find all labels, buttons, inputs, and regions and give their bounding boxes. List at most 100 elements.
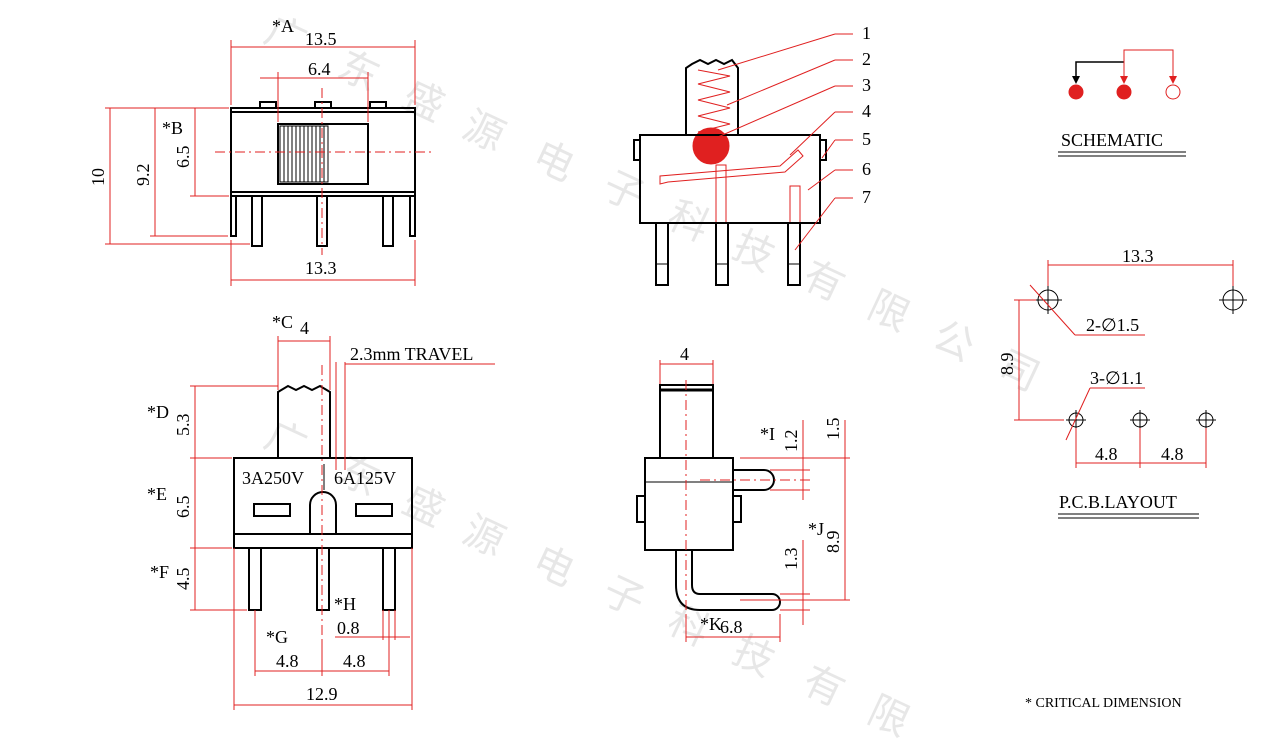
sec-pin-right bbox=[787, 222, 801, 286]
dim-10-value: 10 bbox=[88, 168, 108, 186]
end-clip-right bbox=[732, 495, 742, 523]
front-view: 3A250V 6A125V *C 4 2.3mm TRAVEL *D 5.3 *… bbox=[147, 312, 495, 710]
dim-64-value: 6.4 bbox=[308, 59, 331, 79]
top-view: *A 13.5 6.4 10 9.2 *B 6.5 13.3 bbox=[88, 16, 432, 286]
pcb-hole-small-1 bbox=[1066, 410, 1086, 430]
dim-e-mark: *E bbox=[147, 484, 167, 504]
pcb-hole-big-right bbox=[1219, 286, 1247, 314]
dim-129-value: 12.9 bbox=[306, 684, 338, 704]
callout-7: 7 bbox=[862, 187, 871, 207]
wm-4: 电 bbox=[526, 132, 582, 191]
front-pin-right bbox=[382, 547, 396, 611]
schematic: SCHEMATIC bbox=[1058, 49, 1186, 157]
callout-4: 4 bbox=[862, 101, 871, 121]
sec-actuator bbox=[685, 58, 739, 135]
wm-7: 技 bbox=[726, 222, 782, 281]
rating-1: 3A250V bbox=[242, 468, 304, 488]
dim-c-value: 4 bbox=[300, 318, 309, 338]
schem-wire-1 bbox=[1075, 61, 1124, 82]
dim-b-mark: *B bbox=[162, 118, 183, 138]
front-actuator bbox=[277, 384, 331, 458]
callout-3: 3 bbox=[862, 75, 871, 95]
front-window-left bbox=[253, 503, 291, 517]
front-pin-mid bbox=[316, 547, 330, 611]
front-pin-left bbox=[248, 547, 262, 611]
front-base bbox=[233, 533, 413, 549]
dim-d-mark: *D bbox=[147, 402, 169, 422]
dim-d-value: 5.3 bbox=[173, 414, 193, 437]
front-center-arch bbox=[309, 491, 337, 534]
top-leg-left bbox=[230, 196, 237, 237]
wm-6: 科 bbox=[661, 192, 717, 251]
dim-133-value: 13.3 bbox=[305, 258, 337, 278]
wm-10: 公 bbox=[926, 312, 982, 371]
dim-k-mark: *K bbox=[700, 614, 722, 634]
dim-e-value: 6.5 bbox=[173, 496, 193, 519]
dim-f-mark: *F bbox=[150, 562, 169, 582]
dim-13-value: 1.3 bbox=[781, 548, 801, 571]
wm-1: 东 bbox=[331, 42, 387, 101]
pcb-hole-small-label: 3-∅1.1 bbox=[1090, 368, 1143, 388]
wm-b4: 电 bbox=[526, 537, 582, 596]
top-pin-left bbox=[251, 195, 263, 247]
top-tab-right bbox=[369, 101, 387, 109]
wm-b3: 源 bbox=[456, 507, 512, 566]
footnote: * CRITICAL DIMENSION bbox=[1025, 696, 1182, 711]
top-actuator-slot bbox=[277, 123, 369, 185]
sec-spring bbox=[697, 69, 731, 133]
dim-92-value: 9.2 bbox=[133, 164, 153, 187]
top-leg-right bbox=[409, 196, 416, 237]
schem-pin-3 bbox=[1165, 84, 1181, 100]
watermark: 广 东 盛 源 电 子 科 技 有 限 公 司 广 东 盛 源 电 子 科 技 … bbox=[258, 7, 1047, 740]
wm-8: 有 bbox=[796, 252, 852, 311]
dim-i-mark: *I bbox=[760, 424, 775, 444]
dim-a-mark: *A bbox=[272, 16, 294, 36]
sec-clip-left bbox=[633, 139, 641, 161]
dim-h-mark: *H bbox=[334, 594, 356, 614]
wm-2: 盛 bbox=[396, 72, 452, 131]
schem-pin-2 bbox=[1116, 84, 1132, 100]
dim-b-value: 6.5 bbox=[173, 146, 193, 169]
wm-9: 限 bbox=[861, 282, 917, 341]
sec-pin-left bbox=[655, 222, 669, 286]
sec-inner-term-mid bbox=[715, 164, 727, 224]
dim-g-mark: *G bbox=[266, 627, 288, 647]
sec-clip-right bbox=[819, 139, 827, 161]
travel-label: 2.3mm TRAVEL bbox=[350, 344, 473, 364]
pcb-title: P.C.B.LAYOUT bbox=[1059, 492, 1177, 512]
dim-j-value: 8.9 bbox=[823, 531, 843, 554]
rating-2: 6A125V bbox=[334, 468, 396, 488]
pcb-pitch-2: 4.8 bbox=[1161, 444, 1184, 464]
pcb-height: 8.9 bbox=[997, 353, 1017, 376]
section-view: 1 2 3 4 5 6 7 bbox=[633, 23, 871, 286]
dim-f-value: 4.5 bbox=[173, 568, 193, 591]
sec-inner-term-right bbox=[789, 185, 801, 224]
schem-wire-2 bbox=[1123, 49, 1174, 82]
dim-a-value: 13.5 bbox=[305, 29, 337, 49]
pcb-hole-small-2 bbox=[1130, 410, 1150, 430]
schematic-title: SCHEMATIC bbox=[1061, 130, 1163, 150]
dim-15-value: 1.5 bbox=[823, 418, 843, 441]
wm-5: 子 bbox=[596, 162, 652, 221]
sec-pin-mid bbox=[715, 222, 729, 286]
end-housing bbox=[644, 457, 734, 551]
pcb-layout: 13.3 2-∅1.5 8.9 3-∅1.1 4.8 4.8 P.C.B.LAY… bbox=[997, 246, 1247, 519]
pcb-hole-big-left bbox=[1034, 286, 1062, 314]
dim-k-value: 6.8 bbox=[720, 617, 743, 637]
front-window-right bbox=[355, 503, 393, 517]
sec-ball bbox=[692, 127, 730, 165]
top-pin-right bbox=[382, 195, 394, 247]
wm-3: 源 bbox=[456, 102, 512, 161]
sec-housing bbox=[639, 134, 821, 224]
schem-pin-1 bbox=[1068, 84, 1084, 100]
dim-g-value-1: 4.8 bbox=[276, 651, 299, 671]
top-tab-left bbox=[259, 101, 277, 109]
callout-1: 1 bbox=[862, 23, 871, 43]
dim-i-value: 1.2 bbox=[781, 430, 801, 453]
wm-b0: 广 bbox=[258, 412, 314, 471]
end-terminal-bent bbox=[675, 550, 781, 611]
end-width-value: 4 bbox=[680, 344, 689, 364]
top-tab-mid bbox=[314, 101, 332, 109]
callout-2: 2 bbox=[862, 49, 871, 69]
